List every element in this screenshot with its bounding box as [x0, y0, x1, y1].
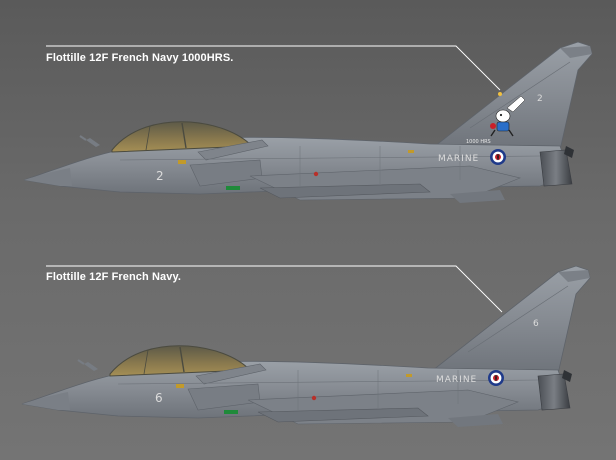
service-marking-2: MARINE — [436, 375, 477, 385]
leader-line-1 — [46, 45, 501, 91]
profile-2-caption: Flottille 12F French Navy. — [46, 271, 182, 283]
aircraft-profile-1: 2 2 MARINE 1000 HRS — [23, 41, 593, 204]
aircraft-profile-2: 6 6 MARINE — [21, 265, 591, 428]
profile-1-caption: Flottille 12F French Navy 1000HRS. — [46, 52, 234, 64]
hours-marking-1: 1000 HRS — [466, 139, 491, 145]
tail-number-2: 6 — [533, 319, 539, 329]
nose-number-2: 6 — [155, 391, 163, 405]
tail-roundel-1 — [489, 148, 507, 166]
leader-line-2 — [46, 265, 503, 313]
tail-number-1: 2 — [537, 94, 543, 104]
service-marking-1: MARINE — [438, 154, 479, 164]
tail-art-emblem — [490, 95, 526, 137]
nose-number-1: 2 — [156, 169, 164, 183]
tail-roundel-2 — [487, 369, 505, 387]
